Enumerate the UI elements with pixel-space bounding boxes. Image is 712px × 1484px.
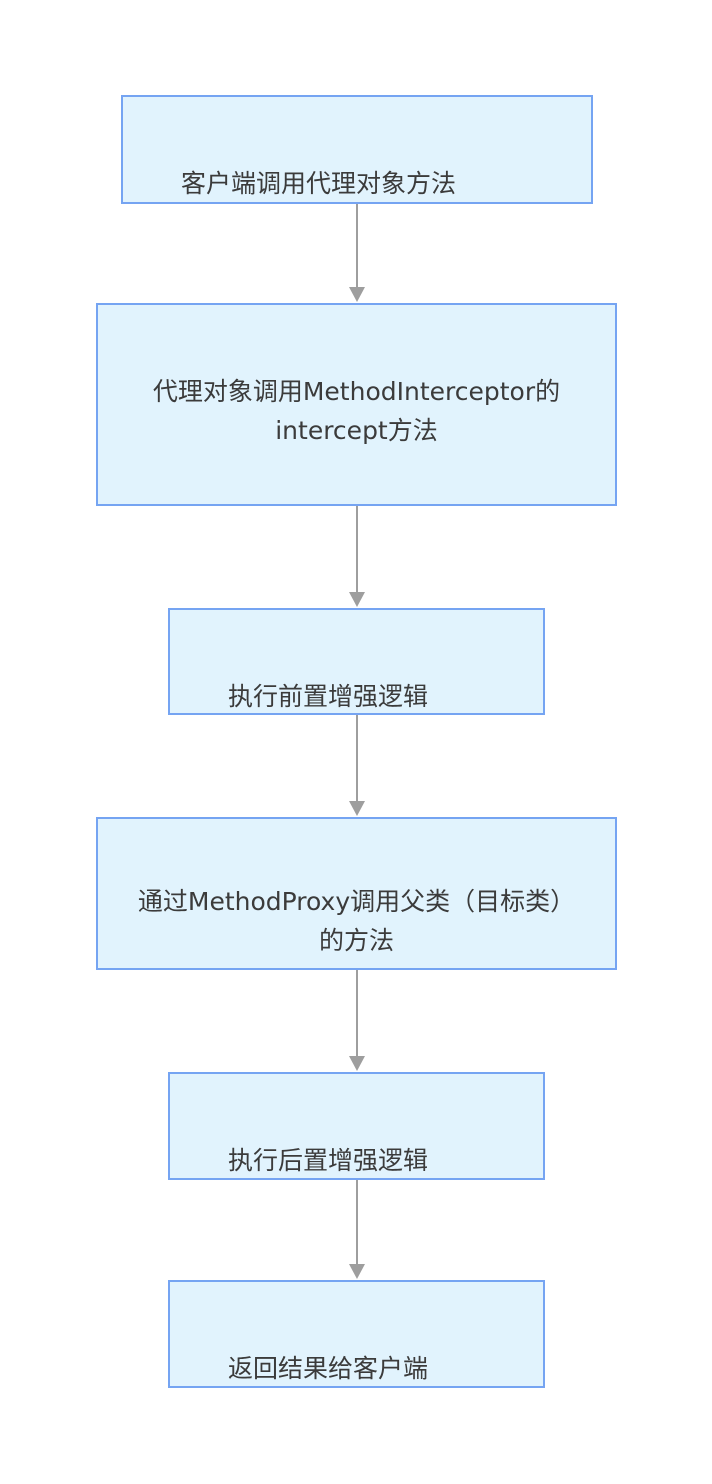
arrow-shaft — [356, 204, 358, 287]
node-label: 返回结果给客户端 — [228, 1354, 429, 1383]
arrow-shaft — [356, 506, 358, 592]
arrowhead-down-icon — [349, 287, 365, 302]
flow-node-before-advice: 执行前置增强逻辑 — [168, 608, 545, 715]
flow-arrow-5 — [349, 1180, 365, 1279]
arrow-shaft — [356, 1180, 358, 1264]
node-label: 代理对象调用MethodInterceptor的 intercept方法 — [152, 377, 561, 445]
arrowhead-down-icon — [349, 1056, 365, 1071]
flow-arrow-4 — [349, 970, 365, 1071]
flow-arrow-3 — [349, 715, 365, 816]
node-label: 执行后置增强逻辑 — [228, 1146, 429, 1175]
node-label: 客户端调用代理对象方法 — [181, 169, 457, 198]
arrow-shaft — [356, 715, 358, 801]
flow-node-client-call: 客户端调用代理对象方法 — [121, 95, 593, 204]
flow-node-return-result: 返回结果给客户端 — [168, 1280, 545, 1388]
flow-arrow-1 — [349, 204, 365, 302]
flow-node-method-proxy-invoke: 通过MethodProxy调用父类（目标类） 的方法 — [96, 817, 617, 970]
node-label: 通过MethodProxy调用父类（目标类） 的方法 — [137, 887, 576, 955]
flow-node-interceptor-call: 代理对象调用MethodInterceptor的 intercept方法 — [96, 303, 617, 506]
arrowhead-down-icon — [349, 592, 365, 607]
arrow-shaft — [356, 970, 358, 1056]
flow-node-after-advice: 执行后置增强逻辑 — [168, 1072, 545, 1180]
flow-arrow-2 — [349, 506, 365, 607]
arrowhead-down-icon — [349, 801, 365, 816]
arrowhead-down-icon — [349, 1264, 365, 1279]
node-label: 执行前置增强逻辑 — [228, 682, 429, 711]
